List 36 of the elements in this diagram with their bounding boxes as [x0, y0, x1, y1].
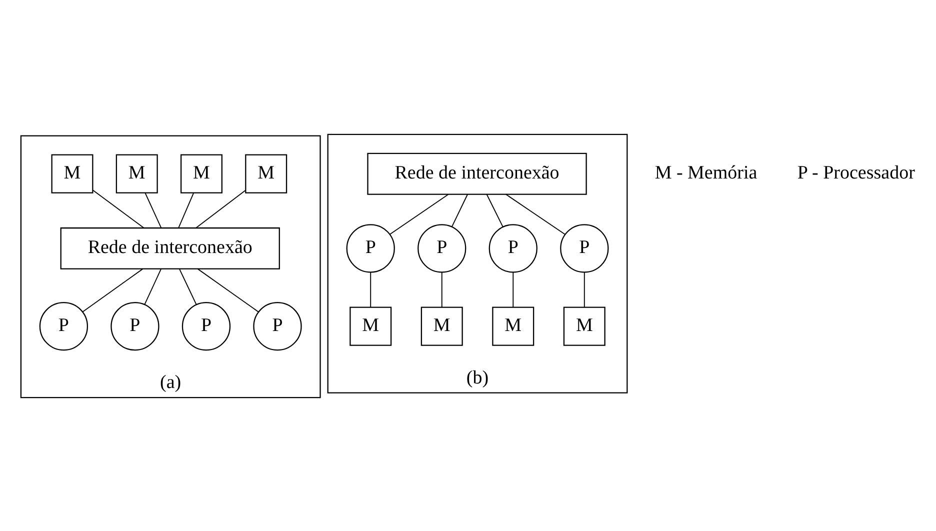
node-circle: P: [560, 224, 609, 272]
label: M - Memória: [654, 162, 758, 184]
connector: [486, 193, 504, 227]
connector: [178, 268, 197, 305]
node-circle: P: [346, 224, 395, 272]
connector: [82, 268, 144, 312]
node-box: M: [420, 306, 463, 346]
node-box: Rede de interconexão: [60, 226, 280, 269]
node-box: Rede de interconexão: [367, 152, 587, 194]
node-box: M: [245, 154, 288, 193]
node-box: M: [51, 154, 94, 193]
label: P - Processador: [797, 162, 915, 184]
connector: [92, 189, 144, 228]
connector: [197, 268, 259, 312]
node-circle: P: [253, 302, 302, 350]
connector: [178, 192, 194, 228]
connector: [441, 271, 442, 308]
node-circle: P: [418, 224, 466, 272]
connector: [370, 271, 372, 308]
node-circle: P: [39, 302, 88, 350]
connector: [512, 271, 514, 308]
connector: [196, 190, 246, 228]
connector: [451, 193, 468, 227]
node-circle: P: [110, 302, 160, 350]
node-circle: P: [182, 302, 231, 350]
node-box: M: [563, 306, 606, 346]
connector: [144, 192, 162, 228]
node-box: M: [116, 154, 158, 193]
connector: [584, 271, 585, 308]
node-circle: P: [488, 224, 538, 272]
connector: [144, 268, 162, 305]
connector: [389, 193, 449, 234]
node-box: M: [492, 306, 534, 346]
node-box: M: [350, 306, 392, 346]
node-box: M: [180, 154, 222, 193]
connector: [505, 193, 566, 234]
